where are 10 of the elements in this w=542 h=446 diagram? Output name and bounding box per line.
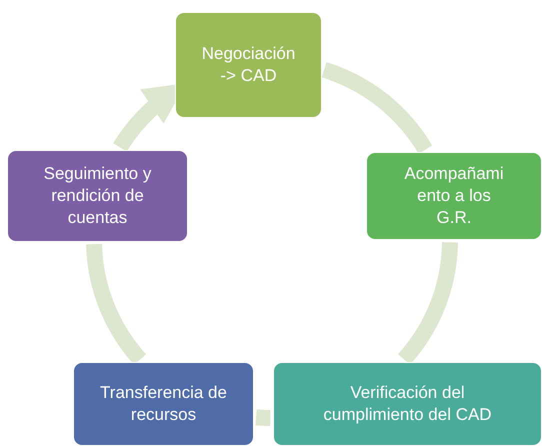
step-label: Verificación del cumplimiento del CAD [322,382,493,426]
step-label: Negociación -> CAD [200,42,296,87]
process-box [7,150,188,242]
process-box [366,152,542,240]
step-label: Transferencia de recursos [99,382,228,426]
process-box [73,362,254,446]
process-box [273,362,542,446]
process-box [175,12,322,118]
step-label: Acompañami ento a los G.R. [403,162,505,230]
step-label: Seguimiento y rendición de cuentas [42,162,152,230]
